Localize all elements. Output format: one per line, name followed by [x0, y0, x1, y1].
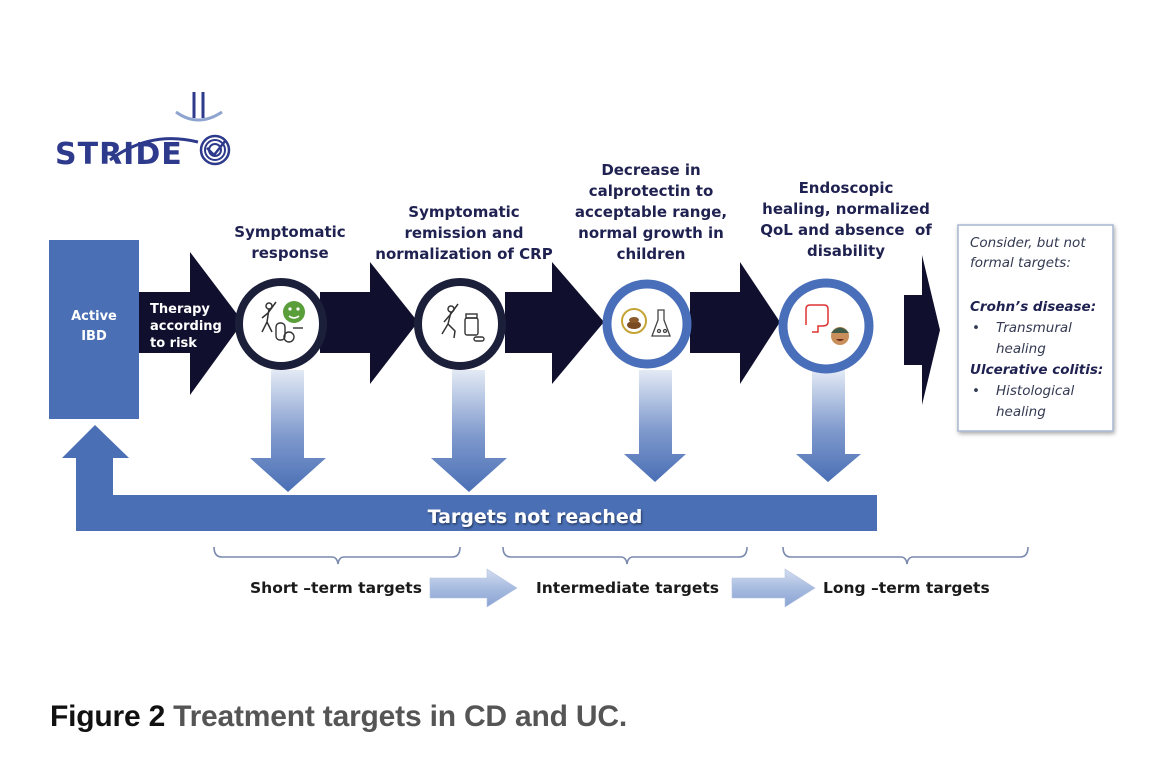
pill-icon	[275, 322, 303, 343]
stage-4-title: Endoscopic healing, normalized QoL and a…	[760, 179, 932, 260]
timeline-braces	[213, 546, 1029, 565]
stage-3-title-line-2: calprotectin to	[589, 182, 714, 200]
stage-4-title-line-2: healing, normalized	[762, 200, 930, 218]
stage-4-title-line-3: QoL and absence of	[760, 221, 932, 239]
down-arrow-3	[624, 370, 686, 482]
therapy-arrow	[139, 252, 243, 395]
stage-2-title: Symptomatic remission and normalization …	[375, 203, 552, 263]
brace-short-term	[213, 546, 461, 565]
logo-text: STRIDE	[55, 137, 183, 172]
uc-bullet-line-1: Histological	[996, 383, 1075, 399]
uc-bullet-line-2: healing	[996, 404, 1046, 420]
stage-3-title-line-3: acceptable range,	[575, 203, 727, 221]
child-face-icon	[831, 327, 849, 345]
stool-icon	[621, 308, 647, 334]
active-ibd-line2: IBD	[81, 329, 107, 344]
stage-3-title: Decrease in calprotectin to acceptable r…	[575, 161, 727, 263]
down-arrow-1	[250, 370, 326, 492]
main-flow-arrows	[139, 252, 940, 405]
stride-logo: STRIDE	[55, 92, 231, 172]
person-running-icon	[441, 303, 459, 339]
timeline: Short –term targets Intermediate targets…	[250, 568, 990, 608]
stage-4-circle	[778, 278, 874, 374]
consider-intro-line-2: formal targets:	[970, 255, 1071, 271]
stage-3-title-line-4: normal growth in	[578, 224, 724, 242]
crohns-heading: Crohn’s disease:	[970, 299, 1096, 315]
consider-box: Consider, but not formal targets: Crohn’…	[957, 224, 1114, 432]
uc-heading: Ulcerative colitis:	[970, 362, 1103, 378]
bullet-icon: •	[972, 383, 980, 399]
timeline-intermediate-label: Intermediate targets	[536, 579, 719, 597]
flow-arrow-5	[904, 255, 940, 405]
figure-title: Treatment targets in CD and UC.	[173, 700, 627, 733]
feedback-bar	[62, 425, 877, 531]
crohns-bullet-line-2: healing	[996, 341, 1046, 357]
smiley-face-icon	[283, 301, 305, 323]
therapy-label: Therapy according to risk	[150, 302, 222, 351]
stage-1-title-line-2: response	[251, 244, 328, 262]
flow-arrow-3	[505, 262, 604, 384]
flow-arrow-4	[690, 262, 780, 384]
active-ibd-line1: Active	[71, 309, 117, 324]
therapy-line-3: to risk	[150, 336, 197, 351]
figure-number: Figure 2	[50, 700, 166, 733]
logo-emblem-icon	[109, 92, 231, 166]
brace-intermediate	[502, 546, 748, 565]
stage-4-title-line-1: Endoscopic	[799, 179, 894, 197]
bullet-icon: •	[972, 320, 980, 336]
crohns-bullet-line-1: Transmural	[996, 320, 1072, 336]
stage-3-title-line-1: Decrease in	[601, 161, 700, 179]
stage-3-title-line-5: children	[617, 245, 686, 263]
timeline-arrow-1	[429, 568, 518, 608]
therapy-line-1: Therapy	[150, 302, 210, 317]
stage-1-circle	[235, 278, 327, 370]
stage-1-title-line-1: Symptomatic	[234, 223, 345, 241]
targets-not-reached-label: Targets not reached	[428, 506, 643, 528]
down-arrows	[250, 370, 861, 492]
stage-1-title: Symptomatic response	[234, 223, 345, 262]
down-arrow-2	[431, 370, 507, 492]
stage-2-title-line-2: remission and	[404, 224, 523, 242]
active-ibd-box: Active IBD	[49, 240, 139, 419]
person-reaching-icon	[261, 301, 277, 333]
down-arrow-4	[796, 370, 861, 482]
timeline-long-term-label: Long –term targets	[823, 579, 990, 597]
brace-long-term	[782, 546, 1029, 565]
colon-icon	[805, 304, 829, 333]
consider-intro-line-1: Consider, but not	[970, 235, 1086, 251]
stage-2-title-line-1: Symptomatic	[408, 203, 519, 221]
stage-4-title-line-4: disability	[807, 242, 885, 260]
timeline-short-term-label: Short –term targets	[250, 579, 422, 597]
medicine-bottle-icon	[464, 313, 485, 342]
feedback-loop-arrow: Targets not reached	[62, 425, 877, 531]
lab-flask-icon	[651, 309, 671, 337]
stage-2-circle	[414, 278, 506, 370]
stage-3-circle	[602, 279, 692, 369]
therapy-line-2: according	[150, 319, 222, 334]
stage-2-title-line-3: normalization of CRP	[375, 245, 552, 263]
timeline-arrow-2	[731, 568, 816, 608]
flow-arrow-2	[320, 262, 418, 384]
